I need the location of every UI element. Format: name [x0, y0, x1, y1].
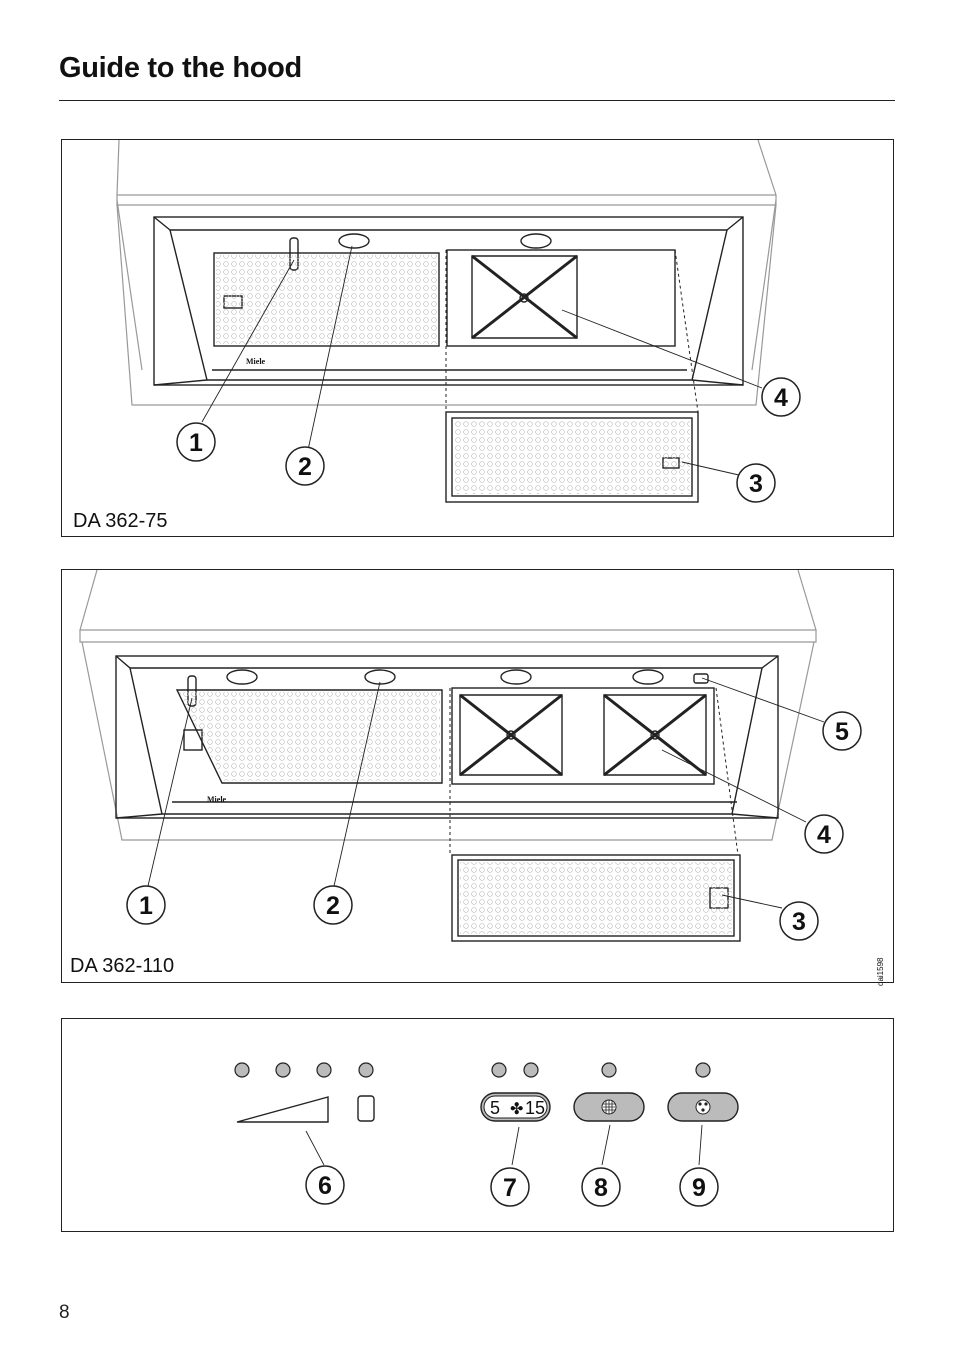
power-level-led-3	[316, 1062, 332, 1078]
svg-text:8: 8	[594, 1174, 608, 1202]
model-label-75: DA 362-75	[73, 510, 168, 532]
control-panel-diagram: 5 ✤ 15 6 7	[234, 1062, 739, 1207]
svg-text:4: 4	[817, 821, 831, 849]
power-level-slider	[236, 1096, 329, 1123]
hood-diagram-110: Miele 1 2 3 4 5	[79, 570, 862, 942]
figure-da-362-75: Miele 1 2 3 4 DA 362-75	[61, 139, 894, 537]
svg-text:2: 2	[298, 453, 312, 481]
callout-3-75: 3	[736, 463, 776, 503]
off-button	[357, 1095, 375, 1122]
svg-text:4: 4	[774, 384, 788, 412]
power-level-led-1	[234, 1062, 250, 1078]
odour-filter-icon	[695, 1099, 711, 1115]
fan-icon: ✤	[510, 1099, 523, 1118]
hood-diagram-75: Miele 1 2 3 4	[116, 140, 801, 503]
page-title: Guide to the hood	[59, 52, 302, 84]
run-on-timer-button[interactable]: 5 ✤ 15	[480, 1092, 551, 1122]
svg-text:3: 3	[749, 470, 763, 498]
svg-text:5: 5	[490, 1098, 500, 1118]
svg-text:1: 1	[139, 892, 153, 920]
svg-text:7: 7	[503, 1174, 517, 1202]
model-label-110: DA 362-110	[70, 955, 175, 977]
callout-1-75: 1	[176, 422, 216, 462]
svg-text:3: 3	[792, 908, 806, 936]
svg-text:1: 1	[189, 429, 203, 457]
svg-text:2: 2	[326, 892, 340, 920]
callout-1-110: 1	[126, 885, 166, 925]
page-number: 8	[59, 1302, 70, 1323]
callout-8: 8	[581, 1167, 621, 1207]
figure-code: dai1598	[876, 957, 885, 986]
control-panel-figure: 5 ✤ 15 6 7	[61, 1018, 894, 1232]
callout-2-75: 2	[285, 446, 325, 486]
grease-filter-button[interactable]	[573, 1092, 645, 1122]
svg-text:6: 6	[318, 1172, 332, 1200]
callout-4-110: 4	[804, 814, 844, 854]
callout-2-110: 2	[313, 885, 353, 925]
svg-text:5: 5	[835, 718, 849, 746]
power-level-led-4	[358, 1062, 374, 1078]
callout-3-110: 3	[779, 901, 819, 941]
timer-led-5	[491, 1062, 507, 1078]
callout-5-110: 5	[822, 711, 862, 751]
odour-filter-led	[695, 1062, 711, 1078]
callout-7: 7	[490, 1167, 530, 1207]
svg-text:15: 15	[525, 1098, 545, 1118]
callout-4-75: 4	[761, 377, 801, 417]
odour-filter-button[interactable]	[667, 1092, 739, 1122]
timer-led-15	[523, 1062, 539, 1078]
title-divider	[59, 100, 895, 101]
callout-6: 6	[305, 1165, 345, 1205]
callout-9: 9	[679, 1167, 719, 1207]
figure-da-362-110: Miele 1 2 3 4 5 DA 362-110	[61, 569, 894, 983]
power-level-led-2	[275, 1062, 291, 1078]
brand-logo-75: Miele	[246, 357, 266, 366]
brand-logo-110: Miele	[207, 795, 227, 804]
grease-filter-led	[601, 1062, 617, 1078]
svg-text:9: 9	[692, 1174, 706, 1202]
